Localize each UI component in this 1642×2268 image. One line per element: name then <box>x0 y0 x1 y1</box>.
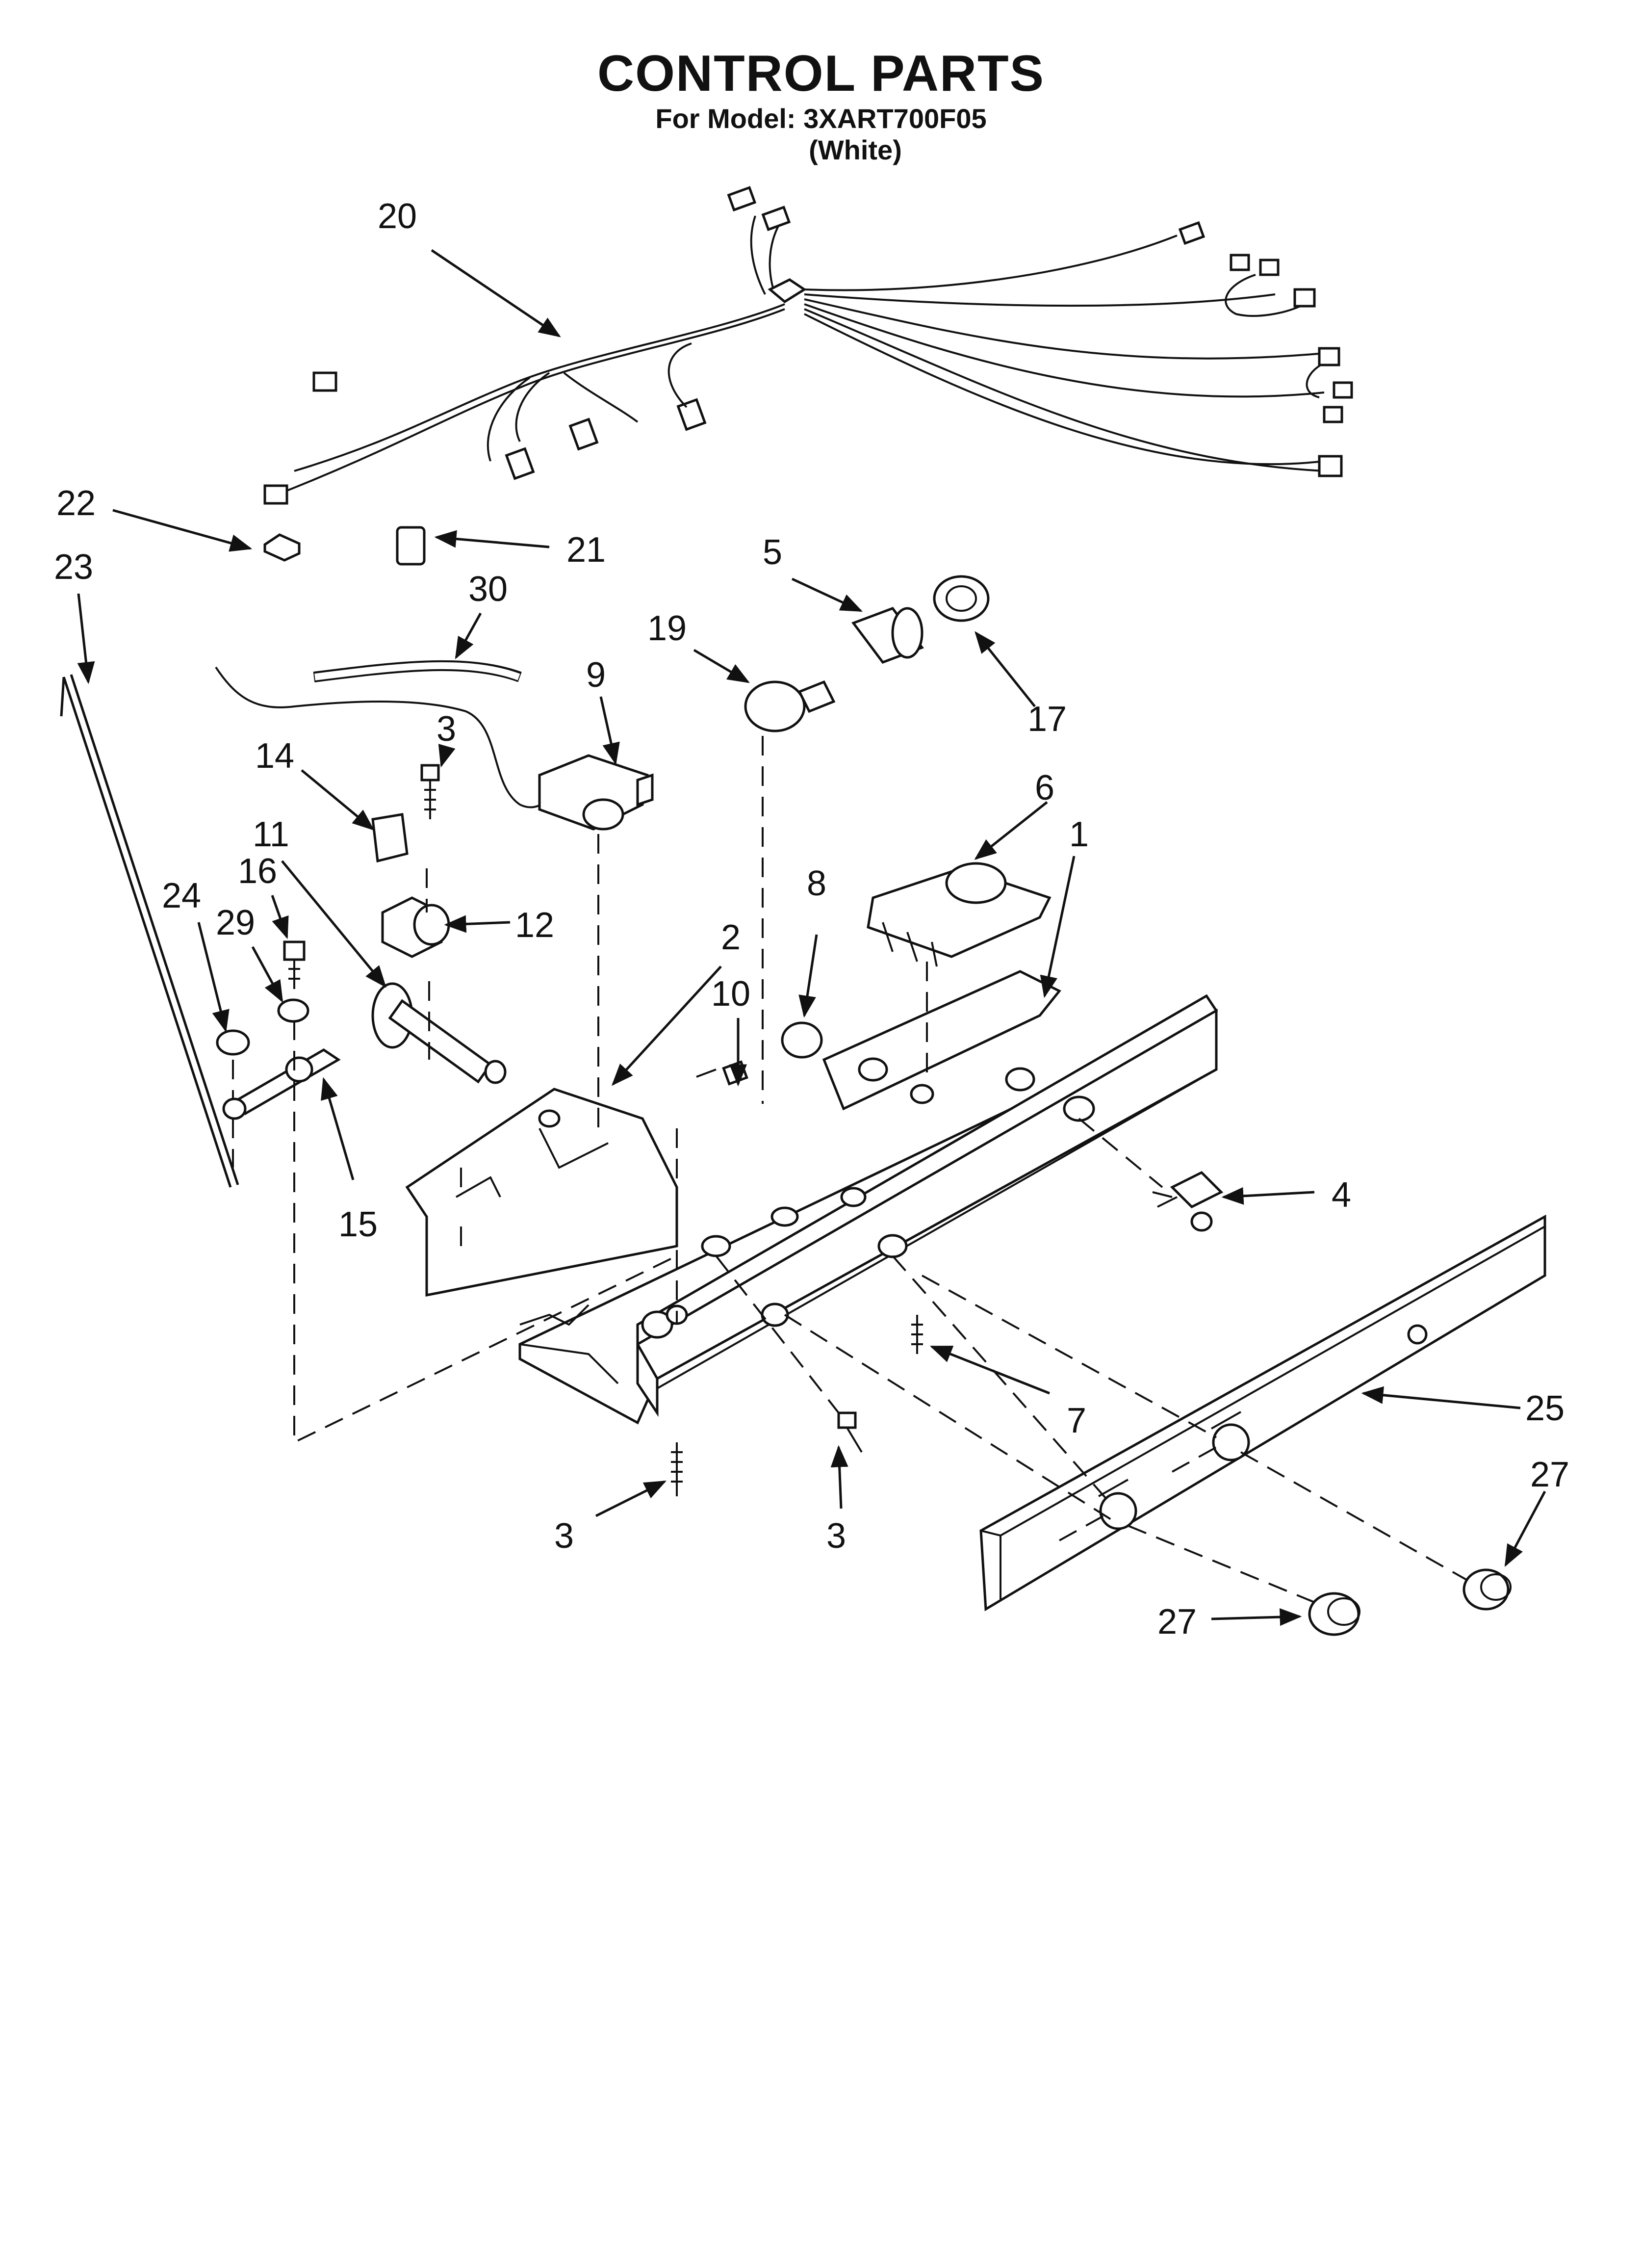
callout-5: 5 <box>763 533 782 572</box>
callout-12: 12 <box>515 906 554 945</box>
callout-17: 17 <box>1027 700 1067 739</box>
callout-20: 20 <box>378 197 417 236</box>
callout-9: 9 <box>586 655 606 695</box>
control-panel-part-25 <box>979 1214 1546 1612</box>
callout-3-lower-right: 3 <box>826 1516 846 1556</box>
bracket-part-14 <box>371 813 409 863</box>
rod-part-23 <box>60 674 239 1188</box>
callout-14: 14 <box>255 736 294 776</box>
clip-part-21 <box>396 526 426 566</box>
knob-part-27-right <box>1462 1568 1512 1611</box>
washer-part-24 <box>216 1029 250 1056</box>
knob-part-27-left <box>1308 1592 1360 1636</box>
lever-part-15 <box>222 1048 341 1120</box>
callout-30: 30 <box>468 570 508 609</box>
callout-3-lower-left: 3 <box>554 1516 574 1556</box>
control-shaft-part-11 <box>371 982 507 1084</box>
callout-22: 22 <box>56 484 96 523</box>
callout-25: 25 <box>1525 1389 1565 1428</box>
defrost-timer-part-6 <box>867 862 1052 967</box>
callout-27-right: 27 <box>1530 1455 1569 1494</box>
callout-10: 10 <box>711 974 750 1014</box>
mounting-bracket-part-2 <box>405 1088 678 1297</box>
lamp-socket-part-5 <box>851 607 924 664</box>
callout-27-left: 27 <box>1157 1602 1197 1642</box>
callout-15: 15 <box>338 1205 378 1244</box>
wire-harness <box>263 186 1353 505</box>
callout-11: 11 <box>253 815 289 854</box>
clip-part-22 <box>263 533 301 562</box>
diagram-header: CONTROL PARTS For Model: 3XART700F05 (Wh… <box>0 44 1642 166</box>
screw-part-7 <box>911 1315 923 1354</box>
clamp-part-12 <box>381 896 450 958</box>
callout-1: 1 <box>1069 815 1089 854</box>
callout-19: 19 <box>647 609 687 648</box>
light-bulb-part-19 <box>744 680 836 732</box>
callout-24: 24 <box>162 876 201 915</box>
callout-16: 16 <box>238 852 277 891</box>
callout-4: 4 <box>1332 1175 1351 1215</box>
callout-3-top: 3 <box>436 709 456 749</box>
screw-part-3-lower-left <box>671 1442 683 1496</box>
callout-7: 7 <box>1067 1401 1086 1440</box>
callout-21: 21 <box>566 530 606 570</box>
color-line: (White) <box>809 134 902 165</box>
callout-labels: 20 22 21 23 30 5 19 17 9 3 14 11 12 2 10… <box>54 197 1569 1642</box>
callout-29: 29 <box>216 903 255 942</box>
grommet-part-8 <box>781 1021 823 1059</box>
socket-ring-part-17 <box>933 575 990 622</box>
screw-part-3-lower-right <box>837 1411 863 1453</box>
control-housing-part-1 <box>518 970 1218 1425</box>
model-line: For Model: 3XART700F05 <box>655 103 987 134</box>
callout-leaders <box>77 249 1546 1626</box>
assembly-lines <box>232 736 1467 1605</box>
callout-2: 2 <box>721 918 741 957</box>
callout-8: 8 <box>807 864 826 903</box>
switch-part-4 <box>1152 1171 1224 1232</box>
screw-part-16 <box>283 940 306 989</box>
washer-part-29 <box>277 998 309 1023</box>
thermostat-part-9 <box>538 754 654 831</box>
callout-23: 23 <box>54 547 93 587</box>
screw-part-3-top <box>420 764 440 819</box>
diagram-title: CONTROL PARTS <box>597 45 1045 102</box>
callout-6: 6 <box>1035 768 1054 808</box>
